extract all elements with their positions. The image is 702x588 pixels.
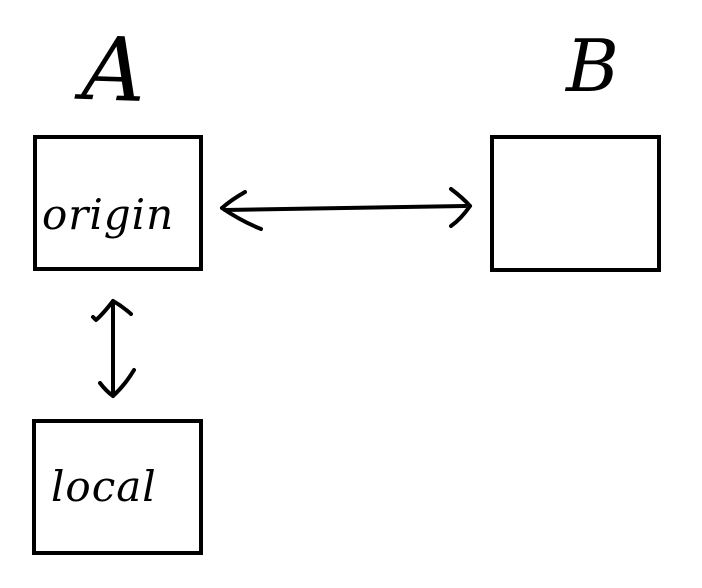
double-arrow-a-local <box>91 299 136 398</box>
node-a-box: origin <box>33 135 203 271</box>
node-a-label: A <box>80 16 148 123</box>
origin-text: origin <box>42 190 175 239</box>
local-box: local <box>32 419 203 555</box>
node-b-label: B <box>566 24 619 108</box>
double-arrow-a-b <box>220 187 472 231</box>
node-b-box <box>490 135 661 272</box>
local-text: local <box>51 462 157 511</box>
